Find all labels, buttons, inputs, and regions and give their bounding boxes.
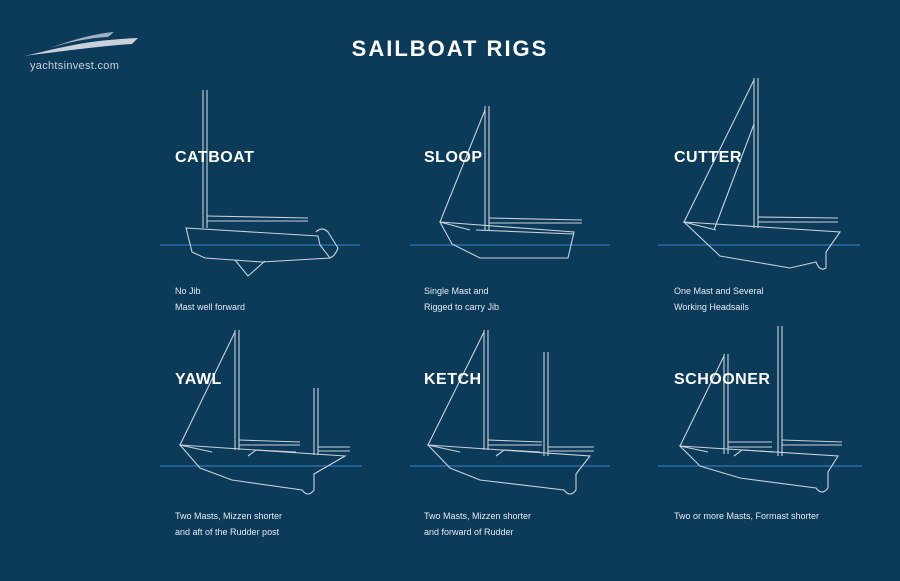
rig-desc-cutter: One Mast and Several Working Headsails	[674, 283, 764, 315]
rig-desc-line: Two Masts, Mizzen shorter	[175, 511, 283, 521]
rig-desc-line: Working Headsails	[674, 302, 749, 312]
catboat-diagram	[185, 90, 339, 277]
rig-name-catboat: CATBOAT	[175, 149, 255, 166]
rig-desc-sloop: Single Mast and Rigged to carry Jib	[424, 283, 499, 315]
rig-desc-line: Single Mast and	[424, 286, 489, 296]
rig-name-sloop: SLOOP	[424, 149, 483, 166]
rig-desc-line: Rigged to carry Jib	[424, 302, 500, 312]
rig-desc-line: No Jib	[175, 286, 201, 296]
yacht-logo-icon	[24, 32, 138, 56]
yawl-diagram	[178, 330, 350, 495]
brand-name: yachtsinvest.com	[30, 60, 120, 72]
ketch-diagram	[426, 330, 594, 495]
rig-desc-line: and aft of the Rudder post	[175, 527, 280, 537]
schooner-diagram	[678, 326, 843, 493]
rig-name-ketch: KETCH	[424, 371, 482, 388]
rig-desc-line: Two or more Masts, Formast shorter	[674, 511, 820, 521]
rig-desc-line: and forward of Rudder	[424, 527, 514, 537]
sloop-diagram	[439, 106, 583, 259]
rig-desc-yawl: Two Masts, Mizzen shorter and aft of the…	[175, 508, 282, 540]
rig-desc-schooner: Two or more Masts, Formast shorter	[674, 508, 819, 524]
cutter-diagram	[682, 78, 842, 270]
rig-desc-ketch: Two Masts, Mizzen shorter and forward of…	[424, 508, 531, 540]
rig-desc-line: One Mast and Several	[674, 286, 764, 296]
rig-name-yawl: YAWL	[175, 371, 222, 388]
rig-name-schooner: SCHOONER	[674, 371, 771, 388]
page-title: SAILBOAT RIGS	[351, 36, 549, 61]
rig-desc-line: Two Masts, Mizzen shorter	[424, 511, 532, 521]
rig-desc-catboat: No Jib Mast well forward	[175, 283, 245, 315]
rig-name-cutter: CUTTER	[674, 149, 742, 166]
rig-desc-line: Mast well forward	[175, 302, 246, 312]
